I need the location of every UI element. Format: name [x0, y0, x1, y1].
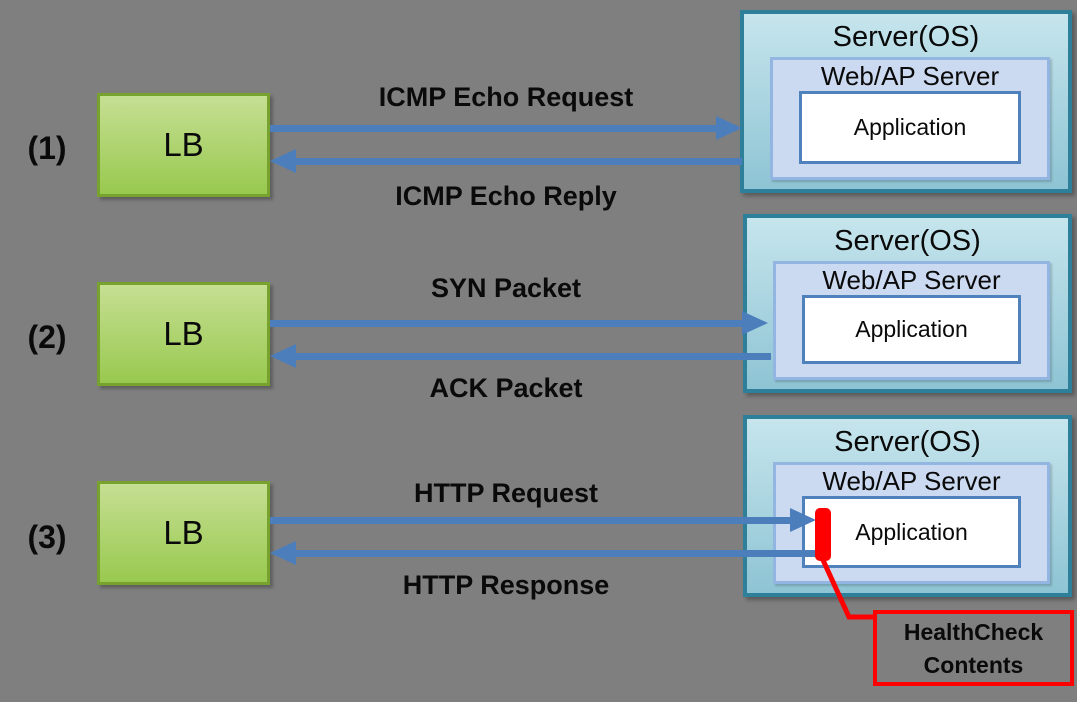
request-arrow-1 [270, 116, 742, 140]
request-label-2: SYN Packet [430, 273, 582, 303]
arrow-shaft [292, 550, 818, 557]
step-label-2: (2) [27, 319, 67, 355]
lb-box-1: LB [97, 93, 270, 197]
server-title-1: Server(OS) [832, 21, 980, 53]
reply-label-3: HTTP Response [402, 570, 610, 600]
arrow-shaft [270, 125, 720, 132]
healthcheck-contents-line1: HealthCheck [903, 619, 1044, 645]
arrow-shaft [292, 158, 742, 165]
request-label-1: ICMP Echo Request [378, 82, 634, 112]
arrowhead-right-icon [790, 508, 816, 532]
healthcheck-contents-line2: Contents [923, 652, 1024, 678]
arrowhead-right-icon [742, 311, 768, 335]
healthcheck-contents-box: HealthCheck Contents [873, 610, 1074, 686]
reply-label-1: ICMP Echo Reply [395, 181, 617, 211]
application-label-2: Application [855, 316, 968, 342]
webap-box-1: Web/AP Server Application [770, 57, 1050, 180]
webap-title-3: Web/AP Server [822, 466, 1001, 496]
reply-arrow-2 [270, 344, 771, 368]
healthcheck-probe-marker [815, 508, 831, 561]
arrowhead-left-icon [270, 149, 296, 173]
callout-connector-line [820, 558, 876, 620]
arrow-shaft [270, 517, 794, 524]
webap-title-2: Web/AP Server [822, 265, 1001, 295]
step-label-3: (3) [27, 519, 67, 555]
arrow-shaft [270, 320, 746, 327]
request-arrow-3 [270, 508, 816, 532]
lb-label-1: LB [163, 126, 204, 163]
server-box-2: Server(OS) Web/AP Server Application [743, 214, 1072, 393]
arrowhead-right-icon [716, 116, 742, 140]
request-label-3: HTTP Request [413, 478, 599, 508]
reply-arrow-1 [270, 149, 742, 173]
reply-label-2: ACK Packet [429, 373, 583, 403]
arrow-shaft [292, 353, 771, 360]
lb-label-3: LB [163, 514, 204, 551]
server-title-2: Server(OS) [834, 225, 981, 257]
application-box-1: Application [799, 91, 1021, 164]
arrowhead-left-icon [270, 541, 296, 565]
webap-title-1: Web/AP Server [820, 61, 1000, 91]
application-box-3: Application [802, 496, 1021, 568]
server-box-3: Server(OS) Web/AP Server Application [743, 415, 1072, 597]
lb-box-3: LB [97, 481, 270, 585]
lb-box-2: LB [97, 282, 270, 386]
lb-label-2: LB [163, 315, 204, 352]
application-box-2: Application [802, 295, 1021, 364]
application-label-1: Application [853, 114, 967, 140]
request-arrow-2 [270, 311, 768, 335]
server-box-1: Server(OS) Web/AP Server Application [740, 10, 1072, 193]
webap-box-3: Web/AP Server Application [773, 462, 1050, 584]
arrowhead-left-icon [270, 344, 296, 368]
webap-box-2: Web/AP Server Application [773, 261, 1050, 380]
application-label-3: Application [855, 518, 968, 545]
step-label-1: (1) [27, 130, 67, 166]
server-title-3: Server(OS) [834, 426, 981, 458]
reply-arrow-3 [270, 541, 818, 565]
